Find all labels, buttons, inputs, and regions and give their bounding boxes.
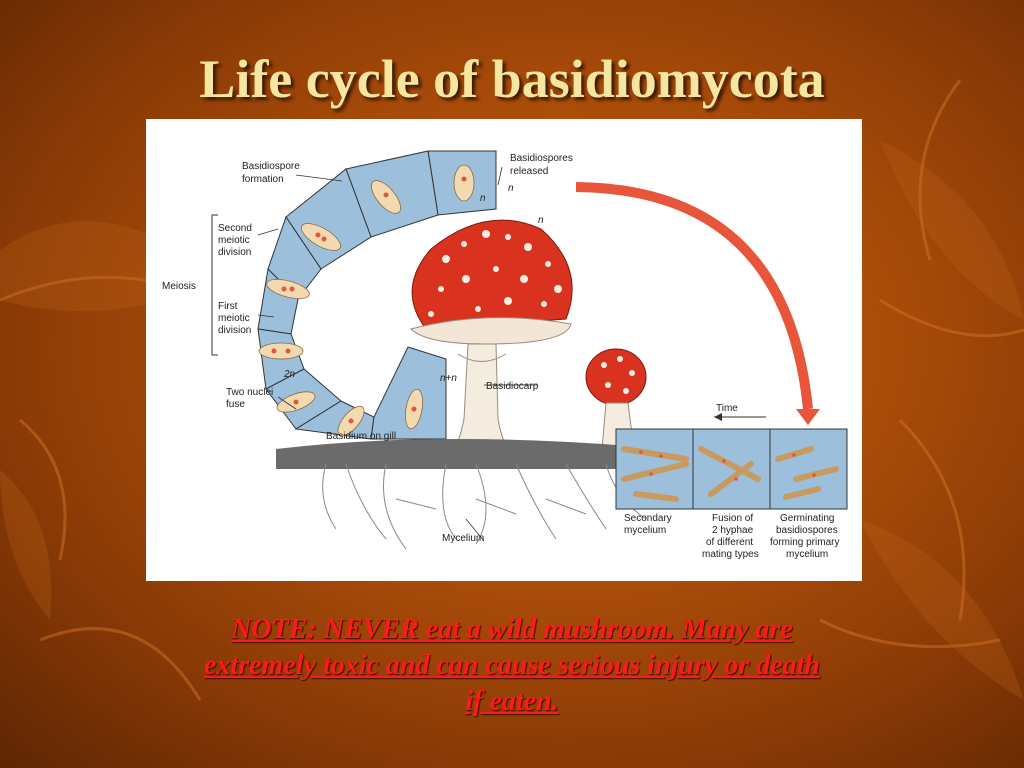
basidium-arc <box>257 150 497 440</box>
label-germinating-4: mycelium <box>786 549 828 560</box>
label-meiosis: Meiosis <box>162 281 196 292</box>
label-basidiospores-released-2: released <box>510 166 548 177</box>
label-fusion-2: 2 hyphae <box>712 525 754 536</box>
label-secondary-mycelium-2: mycelium <box>624 525 666 536</box>
safety-note: NOTE: NEVER eat a wild mushroom. Many ar… <box>126 612 898 720</box>
label-ploidy-n-3: n <box>538 215 544 226</box>
note-line-2: extremely toxic and can cause serious in… <box>204 650 820 681</box>
time-cycle-arrow <box>575 182 820 425</box>
label-germinating-3: forming primary <box>770 537 839 548</box>
life-cycle-diagram: Basidiospore formation Basidiospores rel… <box>146 119 862 581</box>
ground-mycelium <box>276 439 666 550</box>
label-second-meiotic-2: meiotic <box>218 235 250 246</box>
label-basidium-on-gill: Basidium on gill <box>326 431 396 442</box>
label-second-meiotic-3: division <box>218 247 251 258</box>
label-fusion-4: mating types <box>702 549 759 560</box>
label-second-meiotic-1: Second <box>218 223 252 234</box>
label-ploidy-n-plus-n: n+n <box>440 373 457 384</box>
slide-title: Life cycle of basidiomycota <box>199 49 825 109</box>
label-basidiocarp: Basidiocarp <box>486 381 539 392</box>
label-basidiospore-formation-1: Basidiospore <box>242 161 300 172</box>
meiosis-bracket <box>211 214 218 356</box>
label-first-meiotic-3: division <box>218 325 251 336</box>
label-ploidy-n-1: n <box>508 183 514 194</box>
label-fusion-3: of different <box>706 537 753 548</box>
label-mycelium: Mycelium <box>442 533 484 544</box>
label-secondary-mycelium-1: Secondary <box>624 513 672 524</box>
label-germinating-1: Germinating <box>780 513 834 524</box>
note-line-1: NOTE: NEVER eat a wild mushroom. Many ar… <box>231 614 793 645</box>
label-first-meiotic-1: First <box>218 301 238 312</box>
basidiocarp-mushroom <box>410 219 573 465</box>
label-germinating-2: basidiospores <box>776 525 838 536</box>
hyphae-panels <box>615 413 848 510</box>
label-basidiospore-formation-2: formation <box>242 174 284 185</box>
note-line-3: if eaten. <box>465 686 559 717</box>
label-two-nuclei-fuse-1: Two nuclei <box>226 387 273 398</box>
label-ploidy-n-2: n <box>480 193 486 204</box>
label-first-meiotic-2: meiotic <box>218 313 250 324</box>
label-two-nuclei-fuse-2: fuse <box>226 399 245 410</box>
label-ploidy-2n: 2n <box>283 369 296 380</box>
label-fusion-1: Fusion of <box>712 513 753 524</box>
label-time: Time <box>716 403 738 414</box>
arc-panel-9 <box>370 346 447 440</box>
label-basidiospores-released-1: Basidiospores <box>510 153 573 164</box>
